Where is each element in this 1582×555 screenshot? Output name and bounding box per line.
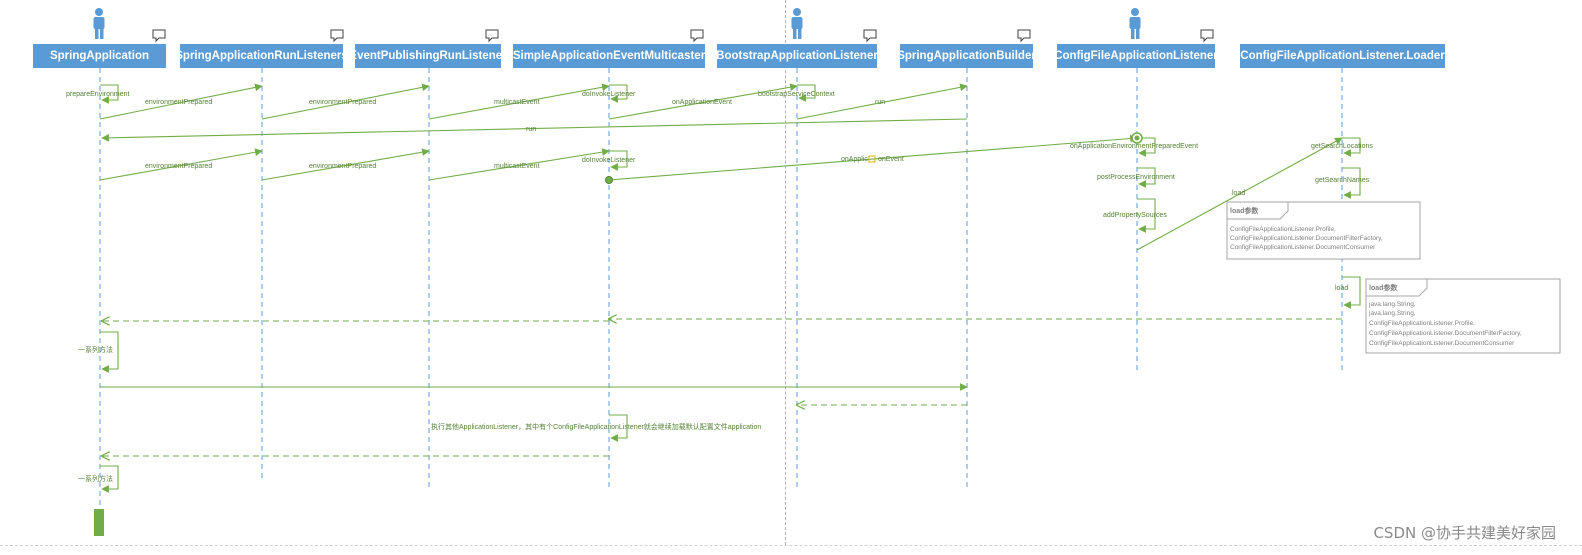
comment-icon[interactable] [1017, 29, 1031, 43]
note-load-params-1: load参数 ConfigFileApplicationListener.Pro… [1226, 201, 1421, 260]
page-bottom-rule [0, 545, 1582, 546]
event-marker [868, 155, 876, 163]
actor-icons [93, 8, 1141, 39]
note-line: ConfigFileApplicationListener.DocumentFi… [1230, 235, 1383, 242]
note-title: load参数 [1230, 206, 1259, 215]
self-call-arrow [1342, 276, 1361, 309]
msg-label-get-search-names: getSearchNames [1315, 177, 1370, 184]
message-arrow [99, 148, 263, 181]
msg-label-environment-prepared: environmentPrepared [145, 99, 212, 106]
comment-icon[interactable] [690, 29, 704, 43]
message-arrow [608, 134, 1138, 181]
msg-label-environment-prepared: environmentPrepared [309, 163, 376, 170]
note-line: ConfigFileApplicationListener.DocumentCo… [1369, 340, 1515, 347]
msg-label-run: run [875, 99, 885, 106]
self-call-arrow [100, 465, 119, 493]
actor-icon [93, 8, 105, 39]
message-arrow [1136, 137, 1343, 251]
message-arrow [608, 83, 798, 120]
msg-label-load: load [1335, 285, 1348, 292]
message-arrow [428, 148, 610, 181]
message-target-dot [1134, 135, 1140, 141]
msg-label-do-invoke-listener: doInvokeListener [582, 157, 636, 164]
message-arrow [796, 83, 968, 120]
msg-label-other-listeners: 执行其他ApplicationListener，其中有个ConfigFileAp… [431, 422, 761, 431]
comment-icon[interactable] [1200, 29, 1214, 43]
self-call-arrow [797, 84, 816, 102]
comment-icons [152, 29, 1214, 43]
note-line: ConfigFileApplicationListener.Profile, [1230, 226, 1336, 233]
watermark: CSDN @协手共建美好家园 [1373, 524, 1556, 542]
note-title: load参数 [1369, 283, 1398, 292]
participant-bootstrap-listener[interactable]: BootstrapApplicationListener [716, 44, 878, 68]
participant-config-file-listener[interactable]: ConfigFileApplicationListener [1054, 44, 1218, 68]
self-call-arrow [100, 84, 119, 104]
participant-event-publishing-listener[interactable]: EventPublishingRunListener [349, 44, 507, 68]
self-call-arrow [609, 84, 628, 103]
msg-label-on-application-event-part: onApplic [841, 156, 868, 163]
msg-label-series-of-methods: 一系列方法 [78, 474, 113, 483]
self-call-arrow [1342, 137, 1361, 157]
note-line: ConfigFileApplicationListener.Profile, [1369, 320, 1475, 327]
note-line: java.lang.String, [1368, 310, 1416, 317]
message-arrow [428, 83, 610, 120]
msg-label-multicast-event: multicastEvent [494, 99, 540, 106]
msg-label-get-search-locations: getSearchLocations [1311, 143, 1373, 150]
msg-label-on-environment-prepared-event: onApplicationEnvironmentPreparedEvent [1070, 143, 1198, 150]
comment-icon[interactable] [152, 29, 166, 43]
message-arrow [99, 83, 263, 120]
note-line: java.lang.String, [1368, 301, 1416, 308]
msg-label-load: load [1232, 190, 1245, 197]
msg-label-on-application-event: onApplicationEvent [672, 99, 732, 106]
self-call-arrow [1137, 167, 1156, 188]
msg-label-prepare-environment: prepareEnvironment [66, 91, 129, 98]
msg-label-run: run [526, 126, 536, 133]
note-line: ConfigFileApplicationListener.DocumentCo… [1230, 244, 1376, 251]
activation-bar [94, 509, 104, 536]
msg-label-multicast-event: multicastEvent [494, 163, 540, 170]
self-call-arrow [1342, 167, 1361, 199]
msg-label-add-property-sources: addPropertySources [1103, 212, 1167, 219]
actor-icon [1129, 8, 1141, 39]
participant-run-listeners[interactable]: SpringApplicationRunListeners [175, 44, 348, 68]
participant-event-multicaster[interactable]: SimpleApplicationEventMulticaster [513, 44, 705, 68]
self-call-arrow [609, 414, 628, 442]
self-call-arrow [1137, 198, 1156, 233]
lifelines [99, 68, 1343, 505]
note-line: ConfigFileApplicationListener.DocumentFi… [1369, 330, 1522, 337]
comment-icon[interactable] [485, 29, 499, 43]
self-call-arrow [609, 150, 628, 171]
self-call-arrow [100, 331, 119, 373]
comment-icon[interactable] [863, 29, 877, 43]
page-divider [785, 0, 786, 545]
participant-config-file-loader[interactable]: ConfigFileApplicationListener.Loader [1240, 44, 1445, 68]
msg-label-bootstrap-service-context: bootstrapServiceContext [758, 91, 835, 98]
message-arrow [261, 83, 430, 120]
participant-spring-application[interactable]: SpringApplication [33, 44, 166, 68]
comment-icon[interactable] [330, 29, 344, 43]
msg-label-do-invoke-listener: doInvokeListener [582, 91, 636, 98]
msg-label-series-of-methods: 一系列方法 [78, 345, 113, 354]
message-origin-dot [605, 176, 613, 184]
actor-icon [791, 8, 803, 39]
msg-label-environment-prepared: environmentPrepared [309, 99, 376, 106]
message-arrow [101, 118, 968, 142]
self-call-arrow [1137, 137, 1156, 157]
message-arrow [261, 148, 430, 181]
msg-label-environment-prepared: environmentPrepared [145, 163, 212, 170]
note-load-params-2: load参数 java.lang.String, java.lang.Strin… [1365, 278, 1561, 354]
msg-label-post-process-environment: postProcessEnvironment [1097, 174, 1175, 181]
participant-application-builder[interactable]: SpringApplicationBuilder [897, 44, 1036, 68]
msg-label-on-application-event-part: onEvent [878, 156, 904, 163]
